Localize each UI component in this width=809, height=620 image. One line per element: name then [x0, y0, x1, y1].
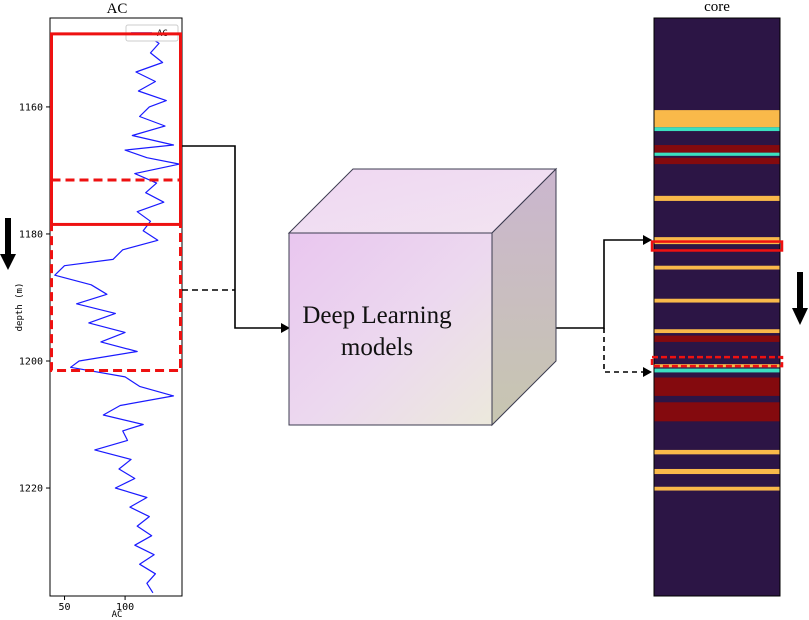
- core-panel: core: [650, 0, 784, 597]
- selection-window-dashed: [50, 178, 182, 373]
- core-title: core: [704, 0, 730, 15]
- core-band-yellow: [654, 298, 780, 303]
- core-band-red: [654, 335, 780, 342]
- ac-x-tick-label: 50: [59, 602, 71, 613]
- arrow-head-to-core-dashed: [643, 367, 652, 377]
- core-prediction-markers: [650, 240, 784, 368]
- model-label-line2: models: [341, 334, 413, 361]
- core-marker-solid: [650, 240, 784, 252]
- core-band-yellow: [654, 449, 780, 455]
- ac-y-tick-label: 1200: [19, 356, 43, 367]
- core-band-red: [654, 145, 780, 153]
- deep-learning-model-cube: Deep Learning models: [287, 167, 558, 427]
- core-band-cyan: [654, 368, 780, 373]
- core-marker-dashed: [650, 355, 784, 368]
- core-band-red: [654, 157, 780, 165]
- core-band-cyan: [654, 152, 780, 156]
- ac-y-axis-label: depth (m): [15, 283, 25, 332]
- depth-direction-arrow-right: [792, 272, 808, 325]
- connector-model-to-core-dashed: [603, 328, 644, 373]
- core-band-yellow: [654, 110, 780, 128]
- ac-x-axis-label: AC: [112, 610, 123, 620]
- core-band-yellow: [654, 265, 780, 270]
- ac-y-tick-label: 1180: [19, 229, 43, 240]
- core-band-red: [654, 377, 780, 396]
- model-label-line1: Deep Learning: [302, 302, 452, 329]
- ac-y-axis: 1160 1180 1200 1220: [19, 102, 50, 495]
- core-band-cyan: [654, 127, 780, 132]
- ac-axes-frame: [49, 17, 183, 597]
- ac-selection-windows: [50, 32, 182, 373]
- cube-front-face: [288, 232, 493, 426]
- core-band-red: [654, 402, 780, 422]
- ac-y-tick-label: 1220: [19, 484, 43, 495]
- selection-window-solid: [50, 32, 182, 226]
- core-column: [653, 17, 781, 597]
- arrow-head-to-model: [281, 323, 290, 333]
- depth-direction-arrow-left: [0, 218, 16, 270]
- connectors: [182, 145, 644, 373]
- core-band-yellow: [654, 486, 780, 491]
- connector-solid-window-to-model: [182, 145, 282, 329]
- connector-model-to-core-solid: [556, 239, 644, 329]
- ac-title: AC: [107, 1, 128, 17]
- ac-curve: [54, 33, 181, 594]
- ac-x-tick-label: 100: [116, 602, 134, 613]
- ac-x-axis: 50 100: [59, 596, 134, 613]
- core-band-yellow: [654, 468, 780, 475]
- arrow-heads: [281, 235, 652, 377]
- core-band-yellow: [654, 195, 780, 201]
- core-band-yellow: [654, 329, 780, 334]
- ac-y-tick-label: 1160: [19, 102, 43, 113]
- arrow-head-to-core-solid: [643, 235, 652, 245]
